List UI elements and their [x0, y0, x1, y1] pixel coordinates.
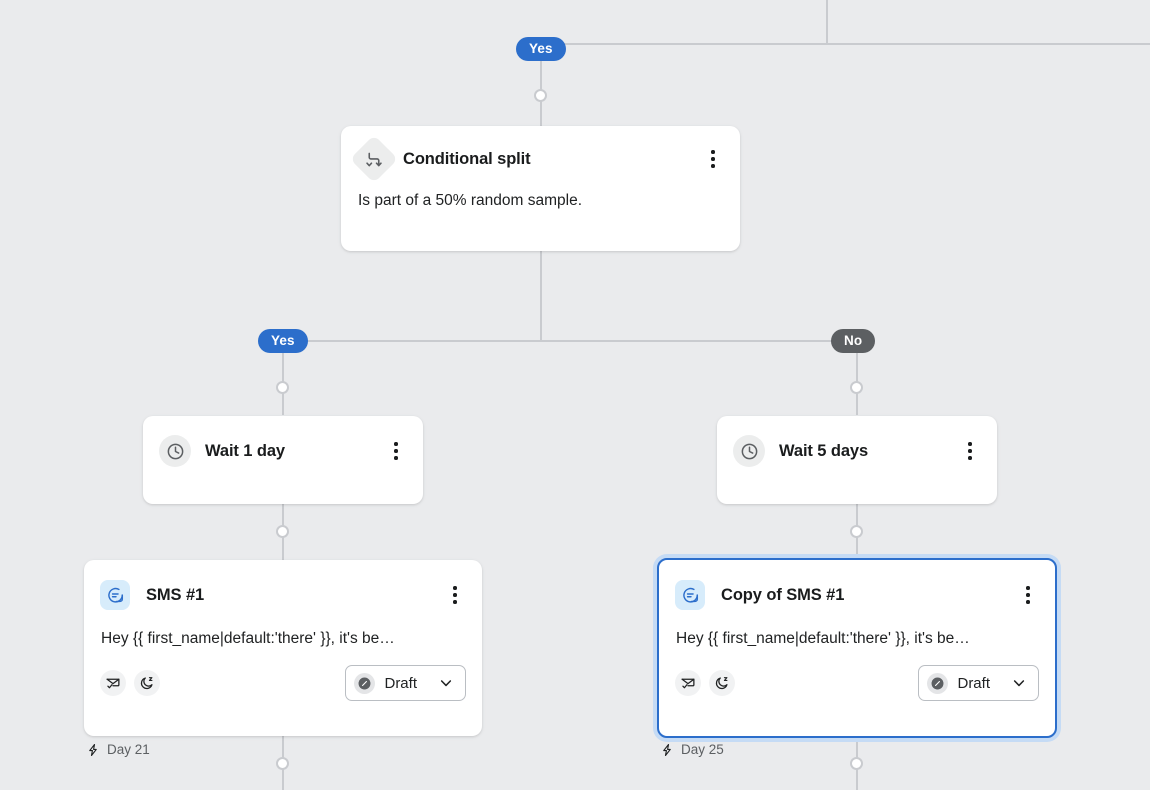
sms-left-day-label: Day 21 — [86, 742, 150, 757]
sms-right-day-label: Day 25 — [660, 742, 724, 757]
split-branch-icon — [350, 135, 398, 183]
connector-top-right-vertical — [826, 0, 828, 44]
kebab-menu-icon[interactable] — [702, 147, 724, 171]
chevron-down-icon[interactable] — [1011, 675, 1027, 691]
moon-quiet-hours-icon — [134, 670, 160, 696]
connector-node-left-upper — [276, 381, 289, 394]
sms-right-status-select[interactable]: Draft — [918, 665, 1039, 701]
chat-bubble-icon — [100, 580, 130, 610]
sms-left-header: SMS #1 — [84, 560, 482, 630]
connector-node-left-mid — [276, 525, 289, 538]
wait-right-header: Wait 5 days — [717, 416, 997, 486]
envelope-check-icon — [675, 670, 701, 696]
lightning-bolt-icon — [86, 743, 100, 757]
connector-node-right-upper — [850, 381, 863, 394]
sms-right-preview: Hey {{ first_name|default:'there' }}, it… — [659, 630, 1055, 648]
wait-left-header: Wait 1 day — [143, 416, 423, 486]
lightning-bolt-icon — [660, 743, 674, 757]
chevron-down-icon[interactable] — [438, 675, 454, 691]
node-card-sms-left[interactable]: SMS #1 Hey {{ first_name|default:'there'… — [84, 560, 482, 736]
conditional-split-title: Conditional split — [403, 150, 702, 169]
connector-node-left-lower — [276, 757, 289, 770]
connector-node-right-mid — [850, 525, 863, 538]
sms-left-preview: Hey {{ first_name|default:'there' }}, it… — [84, 630, 482, 648]
clock-icon — [159, 435, 191, 467]
pencil-draft-icon — [927, 673, 948, 694]
conditional-split-description: Is part of a 50% random sample. — [341, 192, 740, 210]
connector-node-right-lower — [850, 757, 863, 770]
connector-split-stem — [540, 250, 542, 341]
wait-right-title: Wait 5 days — [779, 442, 959, 461]
sms-left-day-text: Day 21 — [107, 742, 150, 757]
connector-node-top — [534, 89, 547, 102]
sms-right-title: Copy of SMS #1 — [721, 586, 1017, 605]
branch-label-top-yes[interactable]: Yes — [516, 37, 566, 61]
chat-bubble-icon — [675, 580, 705, 610]
pencil-draft-icon — [354, 673, 375, 694]
node-card-sms-right[interactable]: Copy of SMS #1 Hey {{ first_name|default… — [657, 558, 1057, 738]
kebab-menu-icon[interactable] — [444, 583, 466, 607]
branch-label-left-yes[interactable]: Yes — [258, 329, 308, 353]
sms-right-footer: Draft — [659, 648, 1055, 704]
sms-right-day-text: Day 25 — [681, 742, 724, 757]
envelope-check-icon — [100, 670, 126, 696]
connector-top-horizontal — [541, 43, 1150, 45]
sms-left-footer: Draft — [84, 648, 482, 704]
kebab-menu-icon[interactable] — [1017, 583, 1039, 607]
node-card-conditional-split[interactable]: Conditional split Is part of a 50% rando… — [341, 126, 740, 251]
wait-left-title: Wait 1 day — [205, 442, 385, 461]
conditional-split-header: Conditional split — [341, 126, 740, 192]
node-card-wait-right[interactable]: Wait 5 days — [717, 416, 997, 504]
moon-quiet-hours-icon — [709, 670, 735, 696]
sms-right-header: Copy of SMS #1 — [659, 560, 1055, 630]
sms-right-status-label: Draft — [957, 675, 990, 692]
branch-label-right-no[interactable]: No — [831, 329, 875, 353]
sms-left-status-select[interactable]: Draft — [345, 665, 466, 701]
sms-left-footer-icons — [100, 670, 345, 696]
connector-split-bar — [282, 340, 857, 342]
kebab-menu-icon[interactable] — [385, 439, 407, 463]
clock-icon — [733, 435, 765, 467]
sms-left-title: SMS #1 — [146, 586, 444, 605]
sms-left-status-label: Draft — [384, 675, 417, 692]
sms-right-footer-icons — [675, 670, 918, 696]
kebab-menu-icon[interactable] — [959, 439, 981, 463]
node-card-wait-left[interactable]: Wait 1 day — [143, 416, 423, 504]
